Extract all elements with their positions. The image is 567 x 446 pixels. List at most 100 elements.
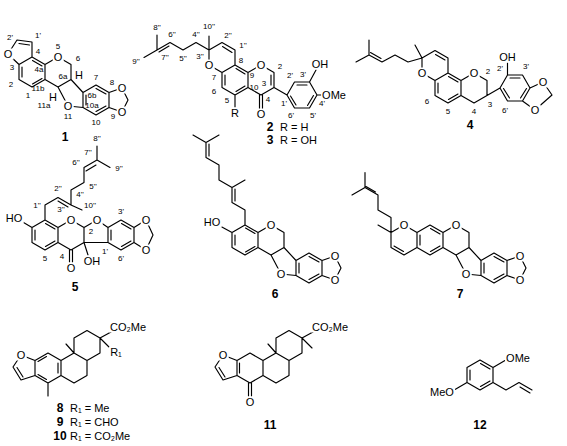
- locant-number: 2'': [224, 32, 232, 40]
- locant-number: 5: [225, 97, 229, 105]
- atom-label: HO: [5, 213, 24, 224]
- atom-label: OH: [498, 52, 517, 63]
- locant-number: 4: [36, 48, 40, 56]
- atom-label: O: [117, 83, 128, 94]
- compound-4-bonds: [356, 40, 552, 110]
- atom-label: R: [230, 108, 240, 119]
- atom-label: O: [66, 215, 77, 226]
- locant-number: 10: [92, 119, 101, 127]
- atom-label: O: [330, 251, 341, 262]
- locant-number: 8: [239, 57, 243, 65]
- locant-number: 9'': [115, 165, 123, 173]
- locant-number: 5': [310, 112, 316, 120]
- locant-number: 4a: [35, 66, 44, 74]
- atom-label: O: [92, 215, 103, 226]
- locant-number: 8'': [93, 135, 101, 143]
- locant-number: 9: [111, 113, 115, 121]
- compound-2-3-bonds: [144, 35, 327, 109]
- atom-label: O: [3, 49, 14, 60]
- substituent-note: R = OH: [280, 135, 317, 146]
- atom-label: O: [266, 220, 277, 231]
- compound-number: 6: [272, 288, 279, 300]
- locant-number: 3': [118, 208, 124, 216]
- atom-label: O: [117, 107, 128, 118]
- locant-number: 4: [266, 96, 270, 104]
- locant-number: 5: [446, 108, 450, 116]
- atom-label: O: [538, 77, 549, 88]
- atom-label: O: [530, 105, 541, 116]
- atom-label: O: [256, 109, 267, 120]
- locant-number: 6'': [168, 31, 176, 39]
- locant-number: 3'': [196, 53, 204, 61]
- atom-label: O: [276, 269, 287, 280]
- locant-number: 4: [472, 108, 476, 116]
- atom-label: O: [245, 397, 256, 408]
- atom-label: R₁: [109, 347, 123, 358]
- locant-number: 5: [43, 255, 47, 263]
- atom-label: OMe: [321, 90, 347, 101]
- locant-number: 11a: [38, 102, 51, 110]
- locant-number: 10: [250, 84, 259, 92]
- locant-number: 1': [281, 100, 287, 108]
- atom-label: O: [141, 245, 152, 256]
- locant-number: 4': [319, 100, 325, 108]
- locant-number: 2': [287, 72, 293, 80]
- locant-number: 3': [523, 63, 529, 71]
- locant-number: 3': [300, 71, 306, 79]
- compound-number: 7: [457, 288, 464, 300]
- locant-number: 10'': [203, 23, 215, 31]
- locant-number: 2'': [54, 185, 62, 193]
- locant-number: 10'': [84, 202, 96, 210]
- locant-number: 2: [486, 68, 490, 76]
- locant-number: 6': [288, 112, 294, 120]
- atom-label: O: [461, 269, 472, 280]
- atom-label: O: [63, 101, 74, 112]
- compound-number: 10: [53, 430, 66, 442]
- locant-number: 7: [94, 74, 98, 82]
- locant-number: 5: [56, 43, 60, 51]
- compound-number: 9: [57, 416, 64, 428]
- locant-number: 5'': [89, 183, 97, 191]
- atom-label: O: [218, 350, 229, 361]
- compound-number: 4: [467, 119, 474, 131]
- locant-number: 3: [10, 64, 14, 72]
- substituent-note: R₁ = CO₂Me: [70, 431, 130, 442]
- atom-label: O: [417, 68, 428, 79]
- atom-label: O: [515, 251, 526, 262]
- compound-number: 5: [72, 281, 79, 293]
- atom-label: O: [451, 220, 462, 231]
- substituent-note: R = H: [280, 122, 308, 133]
- locant-number: 4'': [76, 191, 84, 199]
- locant-number: 7'': [84, 149, 92, 157]
- atom-label: HO: [203, 217, 222, 228]
- atom-label: OH: [83, 256, 102, 267]
- locant-number: 1'': [33, 202, 41, 210]
- atom-label: O: [141, 215, 152, 226]
- compound-number: 8: [57, 402, 64, 414]
- locant-number: 6: [212, 88, 216, 96]
- compound-1-bonds: [8, 40, 128, 115]
- compound-7-bonds: [352, 173, 526, 284]
- atom-label: O: [469, 68, 480, 79]
- compound-6-bonds: [193, 135, 341, 283]
- locant-number: 2: [278, 63, 282, 71]
- compound-number: 1: [62, 131, 69, 143]
- locant-number: 11: [64, 113, 72, 121]
- locant-number: 3'': [57, 206, 65, 214]
- locant-number: 3: [488, 101, 492, 109]
- locant-number: 2': [497, 65, 503, 73]
- atom-label: CO₂Me: [109, 322, 147, 333]
- substituent-note: R₁ = CHO: [70, 417, 119, 428]
- substituent-note: R₁ = Me: [70, 403, 109, 414]
- locant-number: 2': [7, 34, 13, 42]
- locant-number: 2: [9, 81, 13, 89]
- locant-number: 9: [250, 72, 254, 80]
- locant-number: 1': [102, 248, 108, 256]
- locant-number: 1: [26, 92, 30, 100]
- locant-number: 7'': [161, 54, 169, 62]
- locant-number: 6': [502, 107, 508, 115]
- locant-number: 1'': [239, 42, 247, 50]
- locant-number: 6'': [72, 159, 80, 167]
